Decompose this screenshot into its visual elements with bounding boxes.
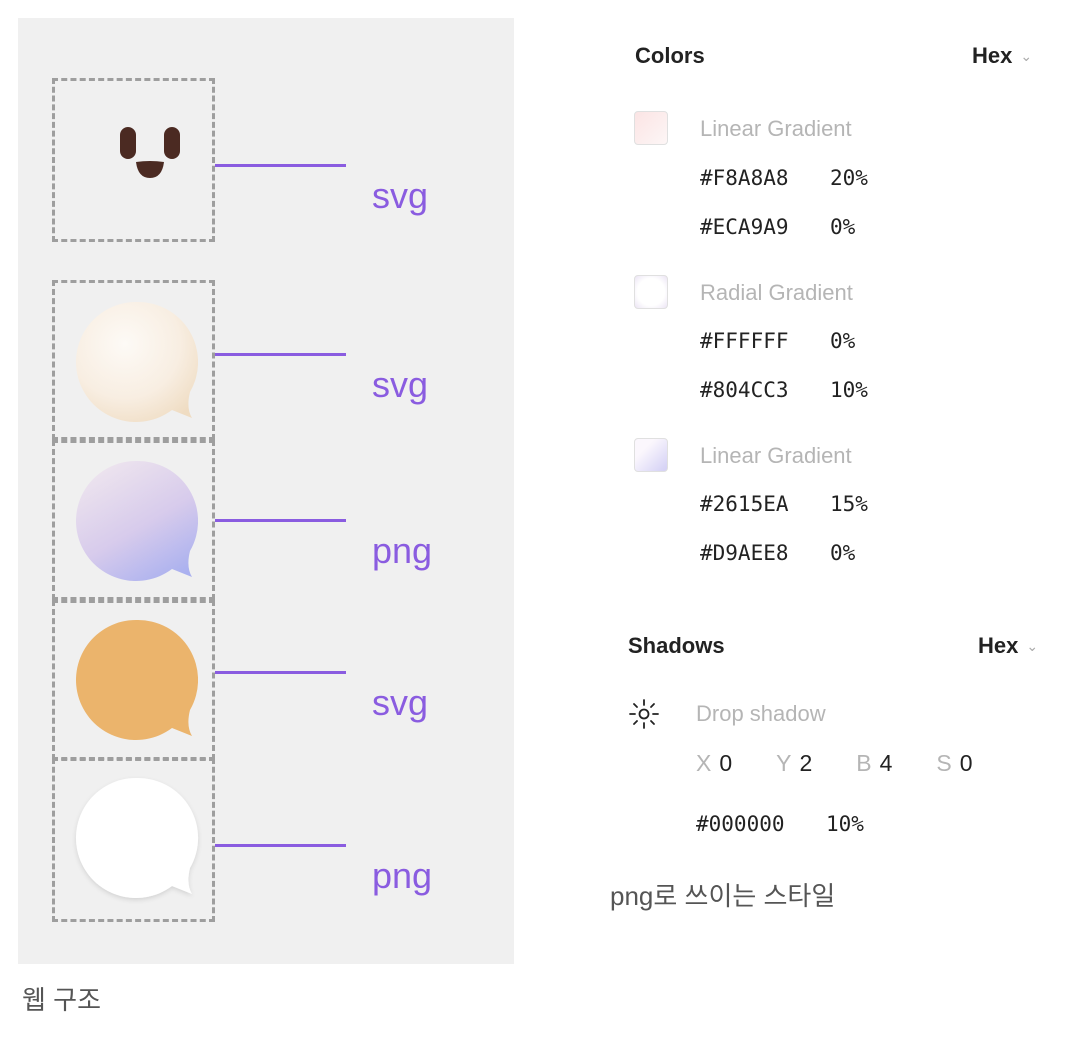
stop-percent: 20% <box>830 166 868 190</box>
orange-bubble-graphic <box>76 619 198 740</box>
shadow-type-label: Drop shadow <box>696 701 826 726</box>
layer-format-label: svg <box>372 682 429 723</box>
layer-format-label: png <box>372 855 433 896</box>
shadow-spread-key: S <box>936 750 952 776</box>
color-swatch[interactable] <box>634 275 668 309</box>
shadow-blur[interactable]: B 4 <box>856 750 892 777</box>
layer-box-white-bubble <box>52 758 215 922</box>
shadow-percent: 10% <box>826 812 864 836</box>
connector-line <box>215 844 346 847</box>
fill-type-label: Linear Gradient <box>700 116 852 141</box>
stop-hex: #D9AEE8 <box>700 541 789 565</box>
colors-format-select[interactable]: Hex ⌄ <box>972 43 1032 69</box>
gradient-stop-row: #804CC3 10% <box>700 378 868 402</box>
colors-format-value: Hex <box>972 43 1013 68</box>
connector-line <box>215 519 346 522</box>
chevron-down-icon: ⌄ <box>1026 637 1039 654</box>
lavender-bubble-graphic <box>76 460 198 581</box>
sun-icon[interactable] <box>628 698 660 730</box>
face-graphic <box>120 127 180 178</box>
shadow-spread[interactable]: S 0 <box>936 750 972 777</box>
gradient-stop-row: #F8A8A8 20% <box>700 166 868 190</box>
shadow-blur-value: 4 <box>879 750 893 776</box>
shadow-x-value: 0 <box>719 750 733 776</box>
stop-percent: 10% <box>830 378 868 402</box>
layer-format-label: png <box>372 530 433 571</box>
layer-format-label: svg <box>372 364 429 405</box>
fill-type-label: Linear Gradient <box>700 443 852 468</box>
stop-percent: 15% <box>830 492 868 516</box>
connector-line <box>215 353 346 356</box>
stop-percent: 0% <box>830 541 856 565</box>
shadow-y-key: Y <box>776 750 792 776</box>
gradient-stop-row: #2615EA 15% <box>700 492 868 516</box>
shadow-x-key: X <box>696 750 712 776</box>
gradient-stop-row: #D9AEE8 0% <box>700 541 855 565</box>
shadow-blur-key: B <box>856 750 872 776</box>
shadows-format-value: Hex <box>978 633 1019 658</box>
web-structure-caption: 웹 구조 <box>22 985 101 1015</box>
stop-hex: #FFFFFF <box>700 329 789 353</box>
stop-percent: 0% <box>830 329 856 353</box>
gradient-stop-row: #FFFFFF 0% <box>700 329 855 353</box>
color-swatch[interactable] <box>634 111 668 145</box>
png-style-caption: png로 쓰이는 스타일 <box>610 881 836 911</box>
shadow-hex: #000000 <box>696 812 785 836</box>
shadow-y-value: 2 <box>799 750 813 776</box>
stop-hex: #2615EA <box>700 492 789 516</box>
stop-hex: #ECA9A9 <box>700 215 789 239</box>
stop-hex: #804CC3 <box>700 378 789 402</box>
shadow-x[interactable]: X 0 <box>696 750 732 777</box>
shadows-section-title: Shadows <box>628 633 725 658</box>
shadows-format-select[interactable]: Hex ⌄ <box>978 633 1038 659</box>
cream-bubble-graphic <box>76 301 198 422</box>
colors-section-title: Colors <box>635 43 705 68</box>
chevron-down-icon: ⌄ <box>1020 47 1033 64</box>
connector-line <box>215 164 346 167</box>
layer-box-cream-bubble <box>52 280 215 440</box>
shadow-color-row: #000000 10% <box>696 812 864 836</box>
layer-format-label: svg <box>372 175 429 216</box>
shadow-y[interactable]: Y 2 <box>776 750 812 777</box>
gradient-stop-row: #ECA9A9 0% <box>700 215 855 239</box>
layer-box-face <box>52 78 215 242</box>
stop-percent: 0% <box>830 215 856 239</box>
layer-box-lavender-bubble <box>52 440 215 600</box>
connector-line <box>215 671 346 674</box>
fill-type-label: Radial Gradient <box>700 280 853 305</box>
color-swatch[interactable] <box>634 438 668 472</box>
white-bubble-graphic <box>76 777 199 898</box>
shadow-properties: X 0 Y 2 B 4 S 0 <box>696 750 1017 777</box>
stop-hex: #F8A8A8 <box>700 166 789 190</box>
shadow-spread-value: 0 <box>959 750 973 776</box>
